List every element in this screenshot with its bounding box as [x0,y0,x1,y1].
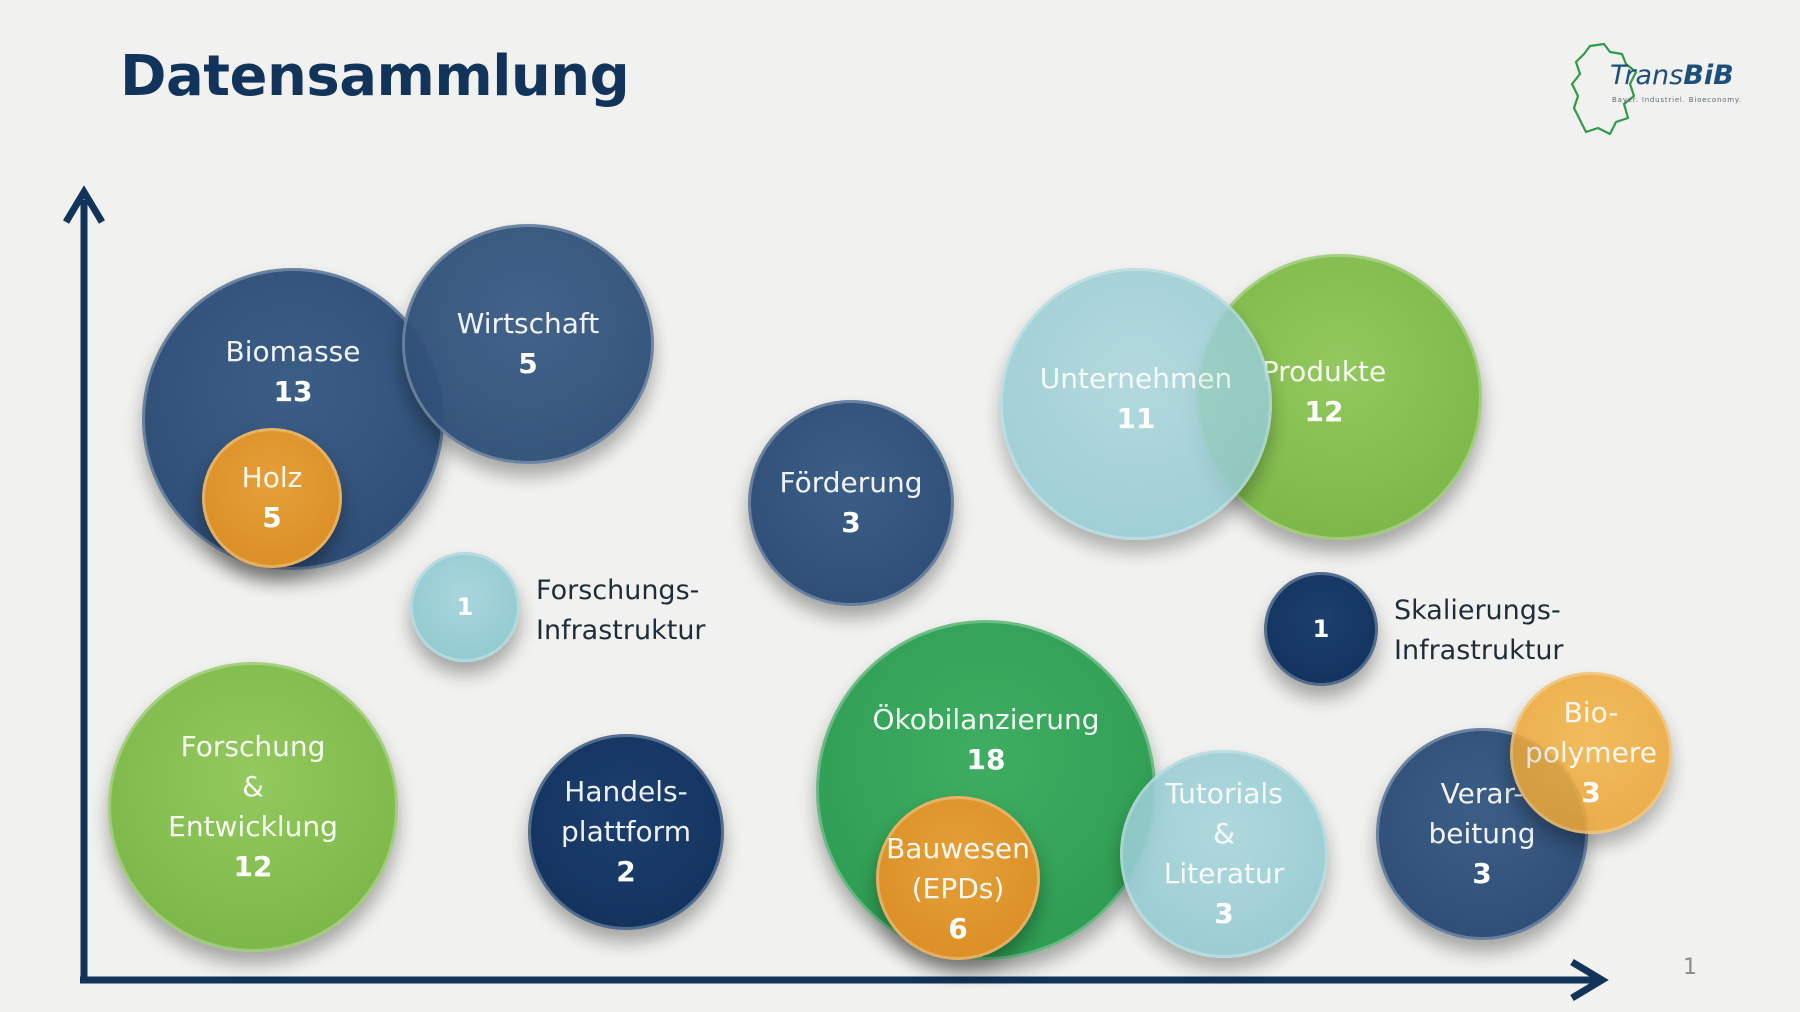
bubble-count: 1 [456,593,474,621]
bubble-handelsplattform: Handels- plattform 2 [528,734,724,930]
page-number: 1 [1683,955,1697,980]
bubble-label: Unternehmen [1039,362,1233,395]
bubble-count: 13 [273,375,313,408]
bubble-count: 3 [841,506,861,539]
bubble-label-line: (EPDs) [911,872,1005,905]
skalierungs-infrastruktur-label: Skalierungs- Infrastruktur [1394,591,1564,671]
side-label-line: Infrastruktur [536,615,706,646]
bubble-label-line: & [242,770,264,803]
bubble-oekobilanzierung: Ökobilanzierung 18 [816,620,1156,960]
bubble-label-line: Literatur [1163,857,1285,890]
bubble-count: 6 [948,912,968,945]
bubble-label: Förderung [779,466,923,499]
bubble-count: 5 [262,501,282,534]
bubble-holz: Holz 5 [202,428,342,568]
bubble-forschungs-infrastruktur: 1 [410,552,520,662]
bubble-count: 3 [1214,897,1234,930]
side-label-line: Infrastruktur [1394,635,1564,666]
logo-name-prefix: Trans [1610,60,1684,91]
bubble-count: 3 [1581,776,1601,809]
bubble-label-line: Bio- [1563,696,1619,729]
bubble-label: Ökobilanzierung [872,703,1100,736]
bubble-label: Biomasse [225,335,361,368]
bubble-label-line: Handels- [564,775,688,808]
bubble-label-line: beitung [1428,817,1536,850]
bubble-count: 1 [1312,615,1330,643]
bubble-label-line: & [1213,817,1235,850]
logo-tagline: Bayer. Industriel. Bioeconomy. [1612,96,1742,104]
x-axis-arrowhead [1570,958,1609,1002]
bubble-label-line: polymere [1525,736,1657,769]
bubble-label-line: Entwicklung [168,810,338,843]
transbib-logo: TransBiB Bayer. Industriel. Bioeconomy. [1570,42,1770,137]
bubble-label-line: Forschung [180,730,326,763]
side-label-line: Forschungs- [536,575,700,606]
bubble-skalierungs-infrastruktur: 1 [1264,572,1378,686]
bubble-count: 3 [1472,857,1492,890]
logo-name-suffix: BiB [1683,60,1734,91]
bubble-label: Holz [241,461,303,494]
bubble-count: 12 [233,850,273,883]
bubble-forschung-entwicklung: Forschung & Entwicklung 12 [108,662,398,952]
bubble-count: 12 [1304,395,1344,428]
bubble-count: 11 [1116,402,1156,435]
bubble-label-line: plattform [561,815,691,848]
bubble-label: Produkte [1261,355,1387,388]
bubble-count: 18 [966,743,1006,776]
y-axis-arrowhead [62,185,106,224]
bubble-biopolymere: Bio- polymere 3 [1510,672,1672,834]
bubble-label-line: Tutorials [1165,777,1283,810]
bubble-unternehmen: Unternehmen 11 [1000,268,1272,540]
bubble-label-line: Verar- [1440,777,1524,810]
side-label-line: Skalierungs- [1394,595,1561,626]
logo-wordmark: TransBiB [1610,60,1734,91]
bavaria-map-icon [1570,42,1638,136]
bubble-label-line: Bauwesen [886,832,1030,865]
bubble-foerderung: Förderung 3 [748,400,954,606]
bubble-count: 2 [616,855,636,888]
slide-title: Datensammlung [120,44,630,109]
bubble-count: 5 [518,347,538,380]
bubble-tutorials-literatur: Tutorials & Literatur 3 [1120,750,1328,958]
bubble-label: Wirtschaft [456,307,600,340]
bubble-wirtschaft: Wirtschaft 5 [402,224,654,464]
bubble-bauwesen: Bauwesen (EPDs) 6 [876,796,1040,960]
forschungs-infrastruktur-label: Forschungs- Infrastruktur [536,571,706,651]
